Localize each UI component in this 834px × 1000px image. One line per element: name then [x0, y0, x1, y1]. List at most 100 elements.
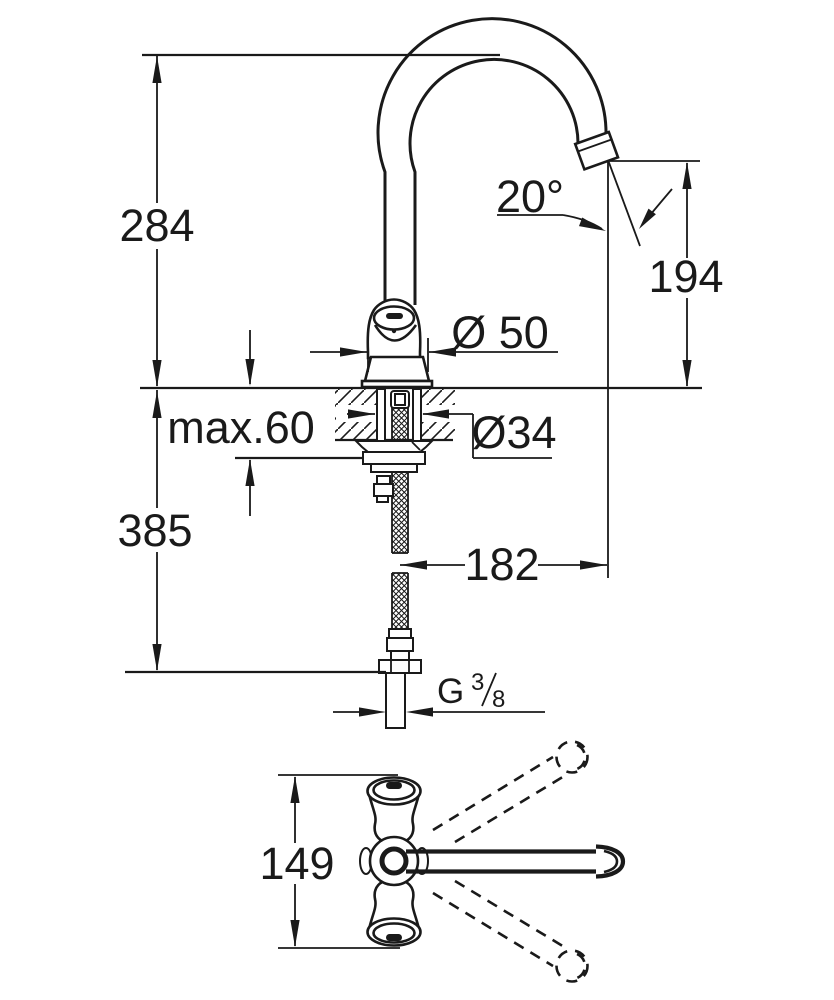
dim-g38: G 3 8 — [333, 669, 545, 717]
dashed-spout-edge — [432, 891, 554, 968]
dashed-spout-edge — [454, 879, 567, 950]
arc-arrowhead — [639, 208, 656, 229]
dim-d34: Ø34 — [347, 407, 557, 459]
top-view: 149 — [259, 740, 626, 983]
arrowhead-left — [406, 707, 433, 717]
dim-d50-label: Ø 50 — [451, 307, 549, 358]
spout-outer-contour — [376, 17, 608, 305]
shank-wall-left — [376, 388, 386, 444]
dashed-spout-tip — [555, 949, 589, 983]
arrowhead-down — [290, 920, 300, 947]
fixing-set — [353, 440, 435, 503]
mounting-nut — [362, 451, 426, 465]
base-plate — [360, 379, 434, 389]
arrowhead-right — [580, 560, 607, 570]
handle-top-lower — [366, 877, 422, 947]
arrowhead-up — [152, 391, 162, 418]
dashed-tip-inner-arc — [576, 743, 587, 771]
angled-stream-line — [607, 159, 641, 247]
swivel-range-lower — [432, 879, 589, 983]
arrowhead-down — [152, 360, 162, 387]
dim-284-label: 284 — [119, 200, 194, 251]
dim-d34-label: Ø34 — [471, 407, 556, 458]
dashed-spout-edge — [432, 755, 554, 832]
dim-194-label: 194 — [648, 251, 723, 302]
leader-arrowhead — [579, 217, 606, 231]
arrowhead-up — [245, 459, 255, 486]
shank-stud-inner — [394, 393, 406, 406]
dim-max60-label: max.60 — [167, 402, 315, 453]
dashed-spout-tip — [555, 740, 589, 774]
handle-dot — [391, 328, 397, 334]
ferrule-top — [388, 628, 412, 639]
arrowhead-down — [152, 644, 162, 671]
side-fitting-top — [376, 475, 391, 485]
handle-cap-inner — [372, 922, 416, 944]
handle-top-upper — [366, 776, 422, 846]
extension-lines — [367, 338, 429, 372]
dim-d50: Ø 50 — [310, 307, 558, 372]
spout-tube-top-view — [406, 849, 596, 874]
hose-edges — [391, 405, 409, 553]
dashed-spout-edge — [454, 773, 567, 844]
supply-hose — [391, 405, 409, 630]
spout-inner-contour — [408, 58, 580, 305]
arrowhead-down — [682, 360, 692, 387]
arrowhead-up — [290, 776, 300, 803]
thread-letter: G — [437, 672, 464, 711]
handle-indicator — [386, 934, 402, 941]
arrowhead-up — [682, 162, 692, 189]
arrowhead-right — [348, 409, 375, 419]
dim-194-and-angle: 20° 194 — [496, 159, 724, 578]
dim-182: 182 — [400, 539, 607, 590]
thread-denominator: 8 — [492, 686, 505, 713]
flange-tick — [411, 441, 421, 451]
shank-wall-right — [412, 388, 422, 444]
dashed-tip-inner-arc — [576, 952, 587, 980]
arrowhead-down — [245, 359, 255, 386]
handle-front — [366, 298, 422, 360]
base — [360, 355, 434, 389]
dim-385: 385 — [117, 390, 193, 671]
hose-braid-upper — [392, 405, 408, 553]
dim-284: 284 — [119, 55, 195, 387]
spout-tip-cap — [595, 844, 626, 879]
dim-149-label: 149 — [259, 838, 334, 889]
side-fitting-bottom — [376, 495, 389, 503]
ferrule-body — [386, 637, 414, 652]
arrowhead-up — [152, 56, 162, 83]
ferrule-neck — [390, 650, 410, 661]
spout-tip-inner-arc — [603, 849, 619, 874]
arrowhead-left — [422, 409, 449, 419]
hose-connector — [378, 628, 422, 729]
nut-step — [370, 463, 418, 473]
aerator-band — [577, 138, 612, 153]
handle-indicator — [386, 313, 403, 319]
spout — [376, 17, 620, 305]
dim-385-label: 385 — [117, 505, 192, 556]
dim-max60: max.60 — [167, 330, 315, 516]
arrowhead-left — [429, 347, 456, 357]
arrowhead-right — [340, 347, 367, 357]
front-view: 284 385 max.60 Ø 50 Ø — [117, 17, 724, 729]
hex-facets — [390, 660, 410, 673]
hose-edges — [391, 572, 409, 630]
connection-tube — [385, 672, 406, 729]
base-skirt — [363, 355, 431, 383]
handle-indicator — [386, 782, 402, 789]
side-fitting-body — [373, 483, 394, 497]
fraction-slash — [481, 672, 497, 707]
dim-149: 149 — [259, 774, 400, 949]
hose-braid-lower — [392, 573, 408, 630]
extension-lines — [278, 774, 400, 949]
arrowhead-left — [400, 560, 427, 570]
handle-cap-inner — [372, 779, 416, 801]
flange — [353, 440, 435, 453]
spout-joint-ring — [379, 846, 409, 876]
body-top-center — [359, 835, 626, 887]
dim-20deg-label: 20° — [496, 171, 564, 222]
handle-front-face-line — [373, 324, 418, 342]
arrowhead-right — [359, 707, 386, 717]
